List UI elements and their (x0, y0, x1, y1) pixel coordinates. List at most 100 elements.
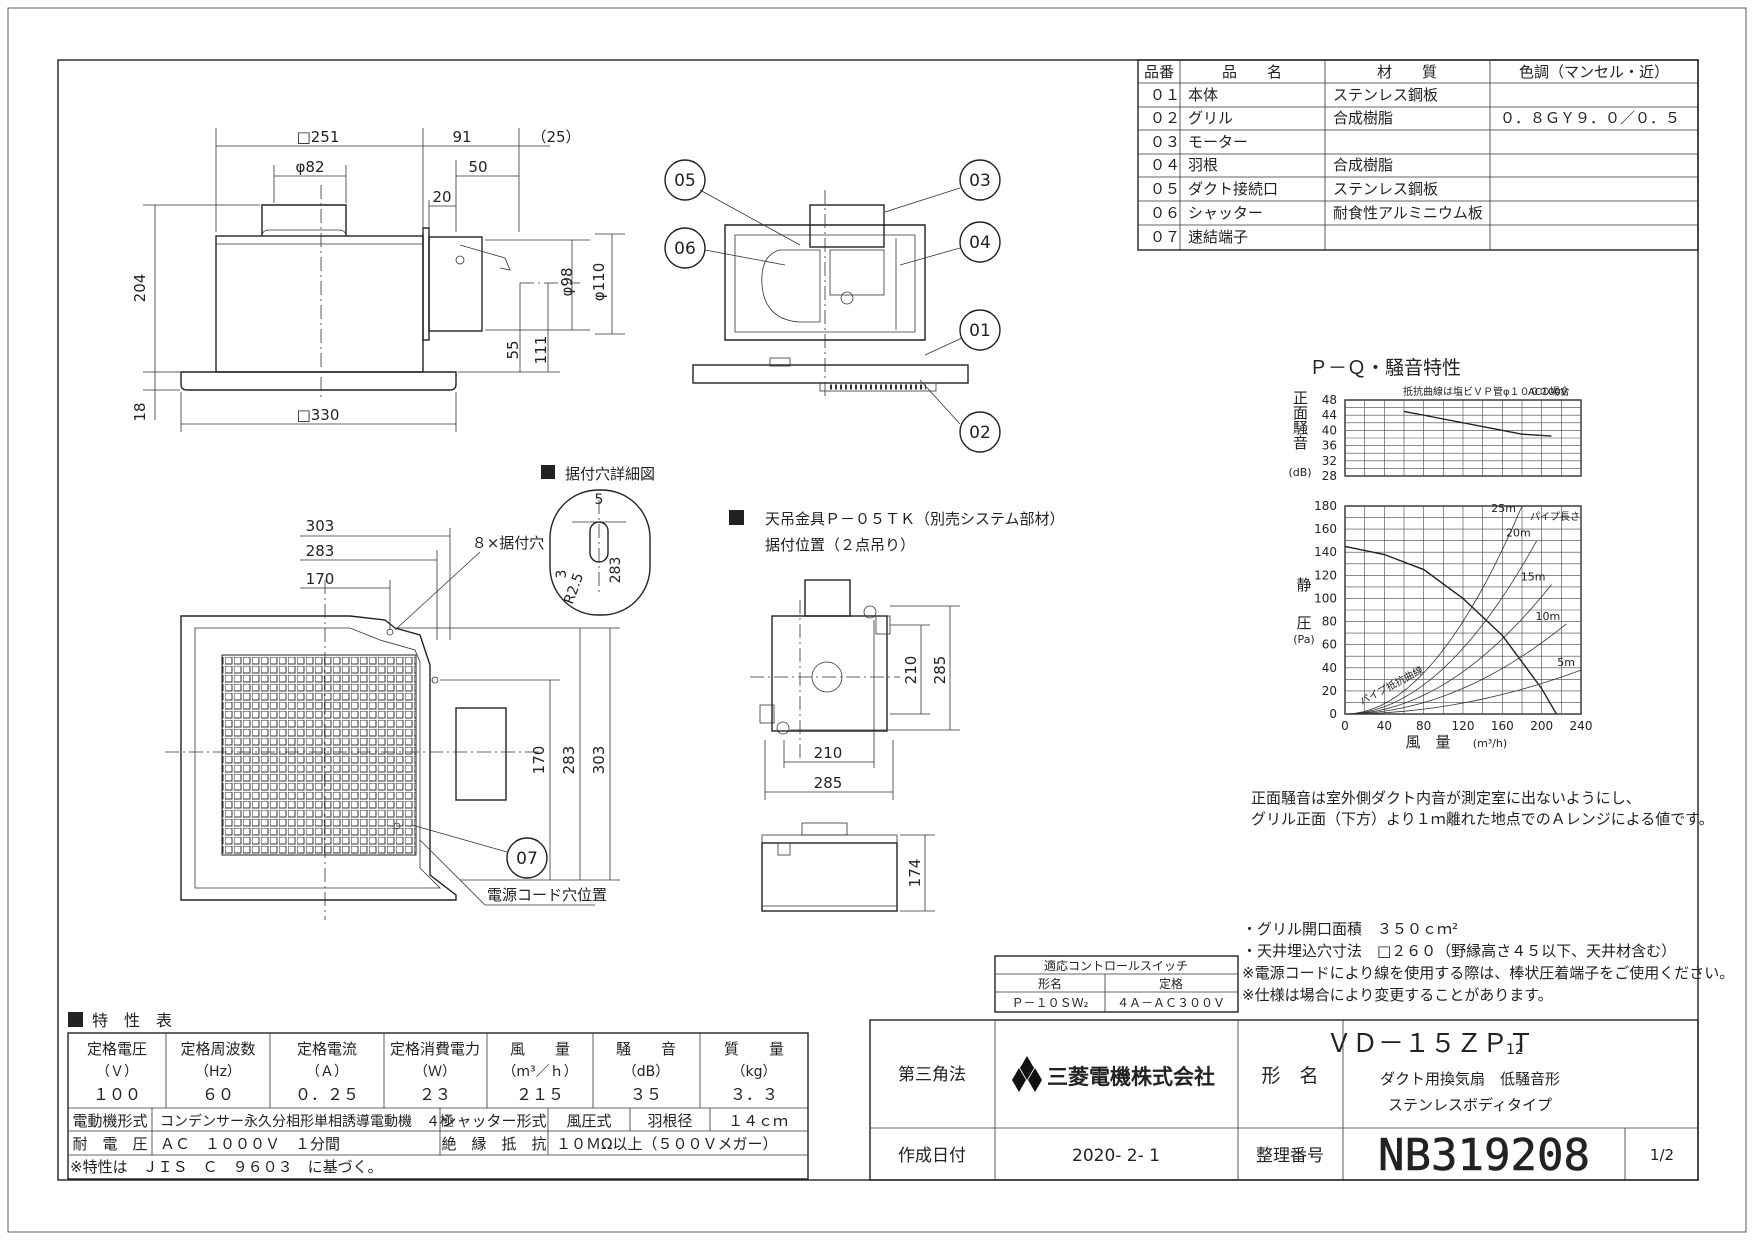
pressure-tick: 160 (1314, 522, 1337, 536)
pipe-curve (1344, 584, 1552, 715)
parts-row-name: 速結端子 (1188, 228, 1248, 246)
model-desc-1: ダクト用換気扇 低騒音形 (1380, 1070, 1560, 1088)
spec-unit: （Ｗ） (414, 1064, 456, 1080)
grille-mesh (221, 654, 417, 856)
model-label: 形 名 (1261, 1065, 1318, 1087)
parts-row-name: 羽根 (1188, 156, 1218, 174)
dim-20: 20 (432, 188, 451, 206)
spec-value: ２１５ (516, 1085, 564, 1104)
company-name: 三菱電機株式会社 (1047, 1065, 1215, 1089)
hanger-174: 174 (906, 859, 924, 888)
pipe-length-tick: 15m (1521, 571, 1546, 584)
noise-tick: 36 (1322, 439, 1337, 453)
noise-tick: 32 (1322, 454, 1337, 468)
control-switch-table: 適応コントロールスイッチ 形名 定格 Ｐ－１０ＳＷ₂ ４Ａ－ＡＣ３００Ｖ (994, 955, 1239, 1013)
svg-text:１０ＭΩ以上（５００Ｖメガー）: １０ＭΩ以上（５００Ｖメガー） (556, 1135, 777, 1153)
spec-header: 騒 音 (616, 1040, 676, 1058)
svg-text:07: 07 (516, 849, 538, 869)
svg-text:定格: 定格 (1159, 976, 1183, 991)
pipe-length-tick: 5m (1557, 656, 1575, 669)
callout-05 (664, 159, 706, 201)
parts-row-material: 合成樹脂 (1333, 109, 1393, 127)
svg-text:06: 06 (674, 239, 696, 259)
note-bullet-3: ※仕様は場合により変更することがあります。 (1242, 986, 1553, 1004)
pipe-curve (1344, 505, 1523, 715)
dim-phi98: φ98 (558, 268, 576, 297)
duct-connector (428, 236, 483, 332)
dim-25: （25） (531, 128, 580, 146)
pressure-tick: 20 (1322, 684, 1337, 698)
pipe-curve (1344, 623, 1567, 715)
creation-date: 2020- 2- 1 (1072, 1146, 1160, 1166)
svg-text:風圧式: 風圧式 (566, 1112, 611, 1130)
parts-row-no: ０７ (1150, 228, 1180, 246)
parts-header-name: 品 名 (1222, 63, 1282, 81)
spec-header: 定格電流 (297, 1040, 357, 1058)
hanger-210-h: 210 (814, 744, 843, 762)
spec-value: ０．２５ (295, 1085, 359, 1104)
spec-unit: （dB） (623, 1064, 670, 1080)
pipe-curve (1344, 540, 1538, 715)
dim-251: □251 (297, 128, 340, 146)
model-suffix: 12 (1506, 1042, 1524, 1058)
callout-02 (959, 411, 1001, 453)
pipe-resistance-label: パイプ抵抗曲線 (1357, 663, 1425, 707)
pipe-length-label: パイプ長さ (1530, 511, 1580, 523)
parts-header-color: 色調（マンセル・近） (1519, 63, 1669, 81)
parts-row-name: 本体 (1188, 86, 1218, 104)
dim-top-170: 170 (306, 570, 335, 588)
parts-row-no: ０３ (1150, 133, 1180, 151)
pressure-tick: 120 (1314, 568, 1337, 582)
svg-text:5: 5 (595, 492, 604, 508)
svg-text:04: 04 (969, 233, 991, 253)
parts-row-no: ０１ (1150, 86, 1180, 104)
pipe-length-tick: 20m (1506, 527, 1531, 540)
spec-header: 定格消費電力 (390, 1040, 480, 1058)
spec-header: 定格電圧 (87, 1040, 147, 1058)
dim-phi82: φ82 (296, 158, 325, 176)
sheet-number: 1/2 (1650, 1146, 1674, 1164)
parts-row-no: ０２ (1150, 109, 1180, 127)
dim-top-v170: 170 (530, 746, 548, 775)
hanger-210-v: 210 (902, 656, 920, 685)
noise-curve (1403, 410, 1552, 437)
parts-header-material: 材 質 (1377, 63, 1437, 81)
model-desc-2: ステンレスボディタイプ (1388, 1096, 1552, 1114)
parts-row-material: ステンレス鋼板 (1333, 180, 1438, 198)
hanger-line1: 天吊金具Ｐ－０５ＴＫ（別売システム部材） (765, 510, 1065, 528)
spec-value: ２３ (419, 1085, 451, 1104)
model-number: ＶＤ－１５ＺＰＴ (1326, 1029, 1534, 1059)
mounting-hole-detail: 据付穴詳細図 5 3 R2.5 283 (541, 465, 655, 616)
svg-text:コンデンサー永久分相形単相誘導電動機 ４極: コンデンサー永久分相形単相誘導電動機 ４極 (160, 1113, 454, 1130)
flow-tick: 80 (1416, 719, 1431, 733)
svg-text:01: 01 (969, 321, 991, 341)
pressure-tick: 0 (1329, 707, 1337, 721)
chart-title: Ｐ－Ｑ・騒音特性 (1309, 357, 1461, 379)
parts-row-name: ダクト接続口 (1188, 180, 1278, 198)
note-bullet-1: ・天井埋込穴寸法 □２６０（野縁高さ４５以下、天井材含む） (1242, 942, 1676, 960)
dim-phi110: φ110 (590, 263, 608, 302)
title-block: 第三角法 三菱電機株式会社 形 名 ＶＤ－１５ＺＰＴ 12 ダクト用換気扇 低騒… (869, 1019, 1699, 1181)
grille-panel (180, 371, 457, 391)
spec-value: ３．３ (730, 1085, 778, 1104)
spec-unit: （Ｖ） (96, 1064, 138, 1080)
parts-row-name: モーター (1188, 133, 1248, 151)
parts-row-material: ステンレス鋼板 (1333, 86, 1438, 104)
fan-body-outline (215, 235, 424, 373)
flow-tick: 40 (1377, 719, 1392, 733)
parts-row-material: 耐食性アルミニウム板 (1333, 204, 1483, 222)
callout-03 (959, 159, 1001, 201)
svg-text:耐 電 圧: 耐 電 圧 (72, 1135, 147, 1153)
dim-top-283: 283 (306, 542, 335, 560)
spec-header: 風 量 (510, 1040, 570, 1058)
voltage-label: AC100V (1528, 387, 1568, 398)
svg-text:シャッター形式: シャッター形式 (441, 1112, 546, 1130)
pressure-curve (1344, 545, 1558, 715)
pressure-label-2: 圧 (1296, 614, 1311, 632)
dim-55: 55 (504, 340, 522, 359)
spec-unit: （Hz） (195, 1064, 241, 1080)
dim-top-v303: 303 (590, 746, 608, 775)
svg-text:形名: 形名 (1038, 976, 1062, 991)
flow-unit: (m³/h) (1473, 737, 1507, 750)
dim-top-303: 303 (306, 517, 335, 535)
